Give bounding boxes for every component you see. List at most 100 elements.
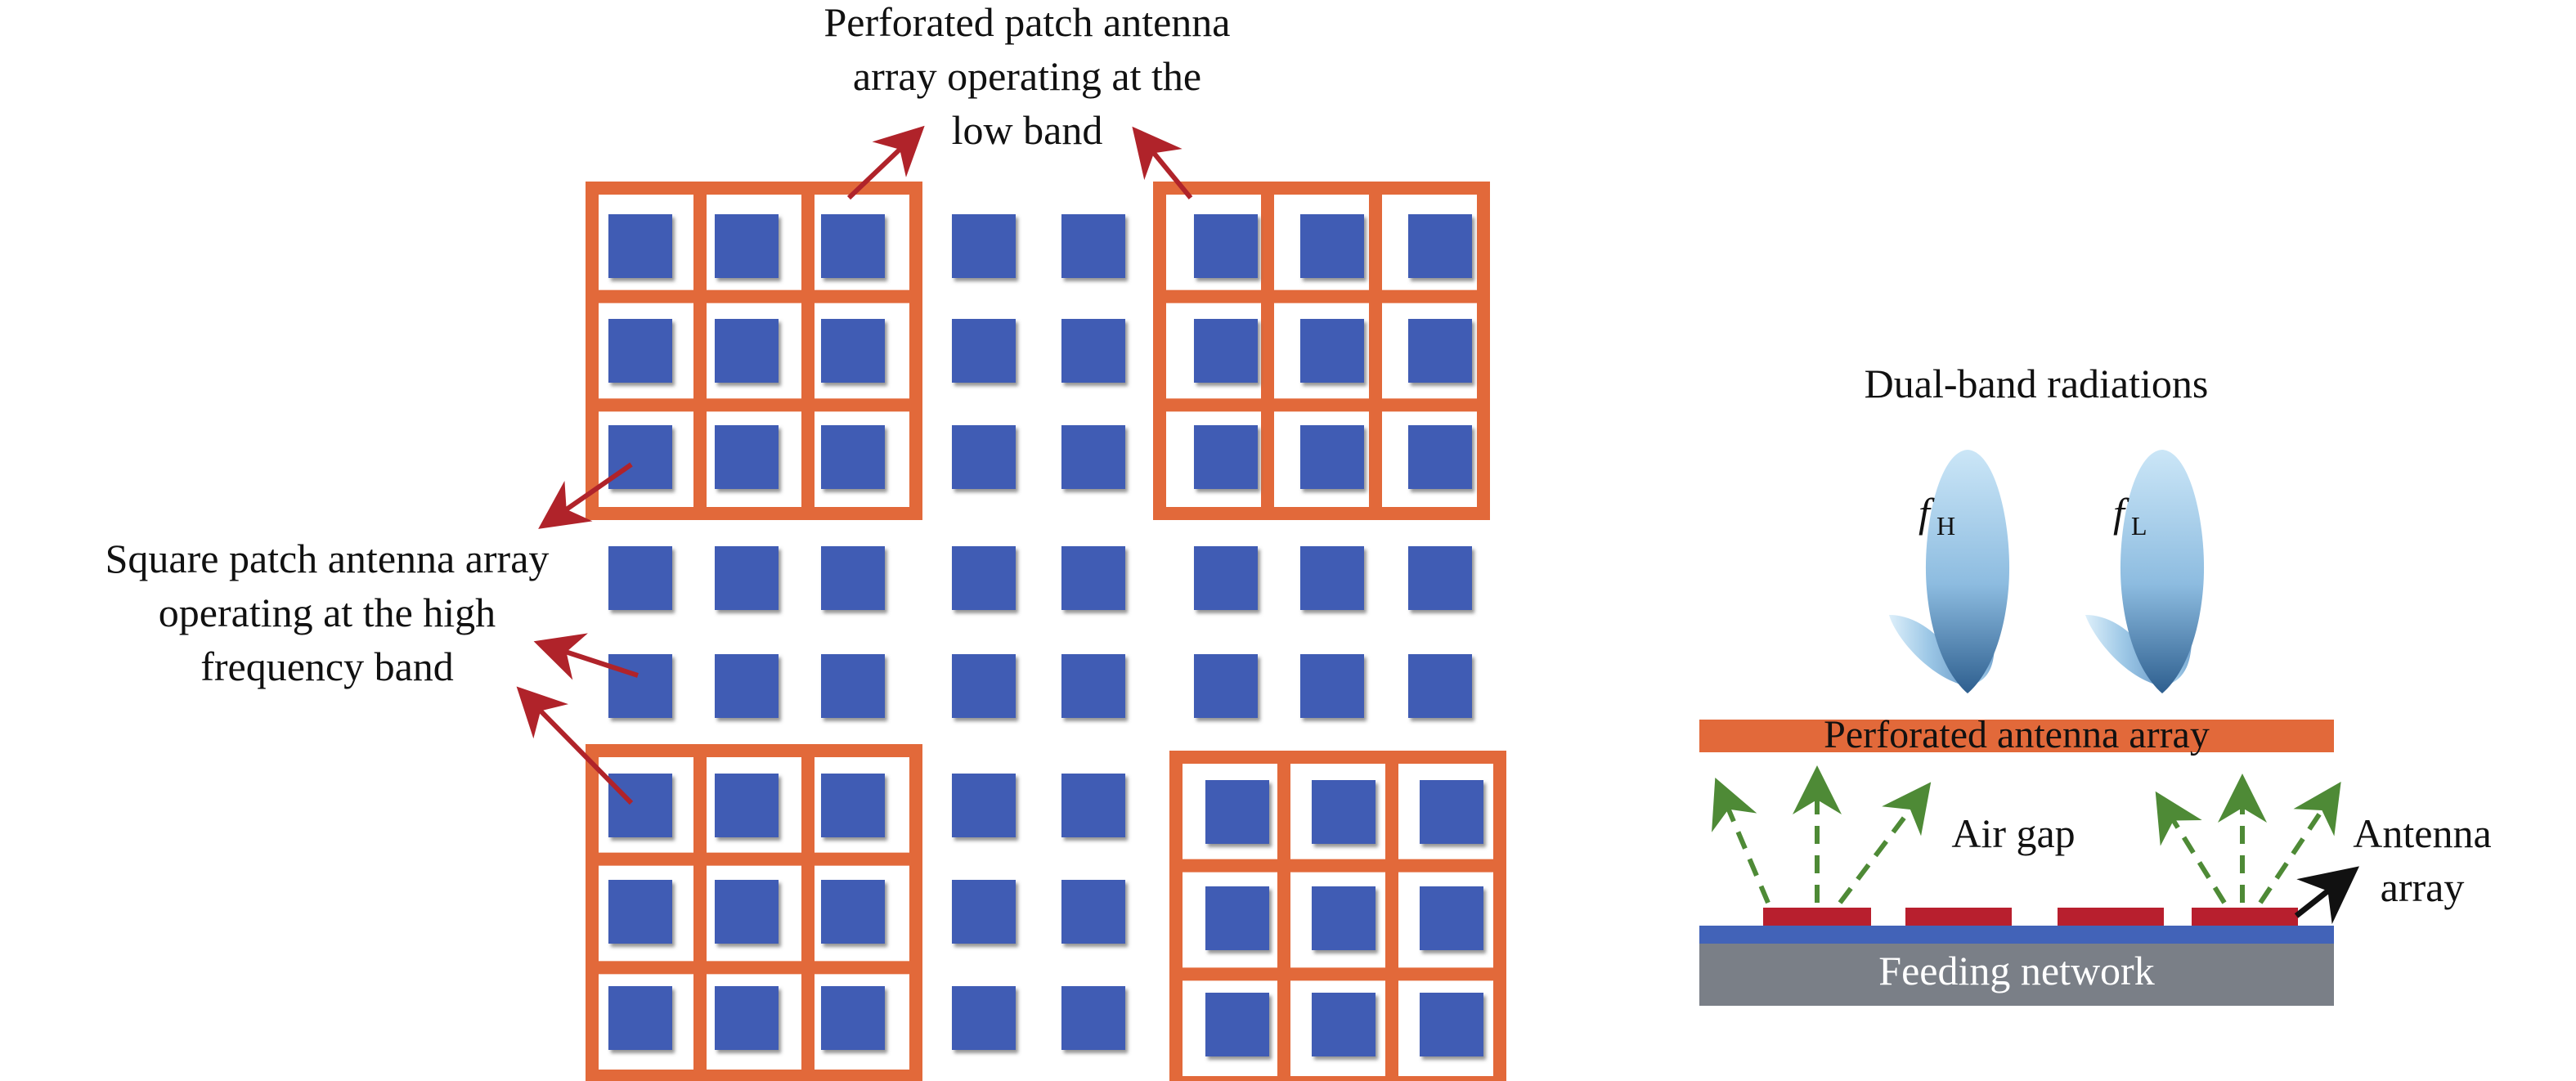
square-patch [821, 214, 885, 278]
square-patch [952, 774, 1016, 837]
left-annotation-line-3: frequency band [200, 644, 454, 689]
square-patch [608, 880, 672, 944]
square-patch [1205, 886, 1269, 950]
square-patch [1408, 546, 1472, 610]
arrow-left-2 [533, 633, 639, 680]
square-patch [1194, 546, 1258, 610]
top-annotation-line-3: low band [952, 107, 1103, 153]
square-patch [952, 214, 1016, 278]
square-patch [821, 986, 885, 1050]
square-patch [608, 319, 672, 383]
top-annotation-line-1: Perforated patch antenna [824, 0, 1231, 45]
f-low-subscript: L [2131, 511, 2147, 540]
square-patch [1300, 425, 1364, 489]
square-patch [1194, 425, 1258, 489]
square-patch [952, 986, 1016, 1050]
feed-patch [2192, 908, 2298, 926]
left-annotation-line-2: operating at the high [159, 590, 496, 635]
beam-high-main [1925, 450, 2010, 693]
beam-low-main [2120, 450, 2205, 693]
dual-band-title: Dual-band radiations [1865, 361, 2209, 406]
cross-section-diagram: Dual-band radiations f H f L Perforated … [1699, 361, 2492, 1006]
arrow-left-3 [516, 686, 634, 805]
square-patch [1061, 986, 1125, 1050]
square-patch [1061, 654, 1125, 718]
feed-patch [2058, 908, 2164, 926]
feeding-network-layer [1699, 944, 2334, 1006]
beam-low-band: f L [2085, 450, 2205, 693]
square-patch [715, 319, 779, 383]
square-patch [1194, 654, 1258, 718]
arrow-left-1 [538, 462, 633, 529]
square-patch [952, 546, 1016, 610]
square-patch [1420, 780, 1483, 844]
square-patch [1312, 780, 1376, 844]
square-patch [1300, 546, 1364, 610]
square-patch [952, 654, 1016, 718]
radiation-arrows [1712, 765, 2341, 904]
top-annotation: Perforated patch antenna array operating… [824, 0, 1231, 153]
feeding-network-label: Feeding network [1878, 948, 2154, 994]
perforated-array-label: Perforated antenna array [1824, 713, 2210, 756]
square-patch [1061, 546, 1125, 610]
beam-high-band: f H [1889, 450, 2010, 693]
square-patch [608, 654, 672, 718]
radiation-arrow [2155, 791, 2227, 904]
square-patch [1205, 993, 1269, 1056]
square-patch [715, 425, 779, 489]
square-patch [1205, 780, 1269, 844]
antenna-array-label-line-2: array [2381, 864, 2465, 910]
left-annotation-line-1: Square patch antenna array [105, 536, 550, 581]
square-patch [715, 774, 779, 837]
square-patch [715, 986, 779, 1050]
square-patch [1061, 214, 1125, 278]
square-patch [821, 546, 885, 610]
square-patch [1061, 774, 1125, 837]
antenna-array-label-line-1: Antenna [2353, 810, 2491, 856]
square-patch-array [608, 214, 1483, 1056]
top-annotation-line-2: array operating at the [853, 53, 1201, 99]
f-high-subscript: H [1936, 511, 1955, 540]
radiation-arrow [1838, 782, 1932, 904]
arrow-top-left [846, 125, 925, 200]
square-patch [952, 880, 1016, 944]
square-patch [952, 425, 1016, 489]
square-patch [1194, 214, 1258, 278]
feed-antenna-patches [1763, 908, 2298, 926]
square-patch [1300, 319, 1364, 383]
square-patch [1061, 880, 1125, 944]
square-patch [715, 546, 779, 610]
square-patch [821, 880, 885, 944]
square-patch [1194, 319, 1258, 383]
square-patch [1420, 886, 1483, 950]
square-patch [608, 986, 672, 1050]
arrow-top-right [1132, 126, 1193, 200]
square-patch [821, 425, 885, 489]
square-patch [1408, 214, 1472, 278]
square-patch [821, 319, 885, 383]
square-patch [608, 774, 672, 837]
feed-substrate [1699, 926, 2334, 944]
square-patch [715, 214, 779, 278]
square-patch [1300, 214, 1364, 278]
square-patch [1408, 425, 1472, 489]
square-patch [1300, 654, 1364, 718]
annotation-arrows [516, 125, 1193, 805]
square-patch [1061, 319, 1125, 383]
square-patch [1408, 319, 1472, 383]
perforated-array-layer [1699, 720, 2334, 752]
square-patch [1408, 654, 1472, 718]
square-patch [1312, 886, 1376, 950]
square-patch [608, 546, 672, 610]
square-patch [715, 654, 779, 718]
square-patch [1312, 993, 1376, 1056]
square-patch [608, 214, 672, 278]
square-patch [821, 774, 885, 837]
square-patch [715, 880, 779, 944]
square-patch [1420, 993, 1483, 1056]
feed-patch [1905, 908, 2012, 926]
square-patch [952, 319, 1016, 383]
radiation-arrow [1712, 777, 1770, 904]
antenna-array-arrow [2294, 866, 2359, 925]
